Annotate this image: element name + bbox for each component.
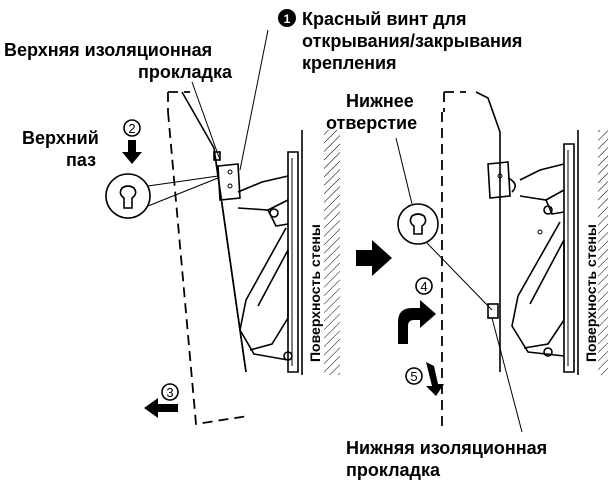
step-5-badge — [405, 367, 423, 385]
step-2-badge — [123, 119, 141, 137]
bracket-lower-right — [517, 221, 565, 349]
red-screw-line-3: крепления — [302, 53, 397, 73]
tv-outline-dashed-left — [167, 91, 249, 426]
step-4-arrow — [398, 300, 436, 344]
wall-surface-label-right: Поверхность стены — [583, 224, 599, 362]
upper-pad-leader — [191, 81, 221, 161]
tv-outline-dashed-right — [441, 91, 466, 426]
step-3-arrow — [144, 398, 178, 418]
bracket-upper-right — [519, 163, 565, 201]
red-screw-leader — [239, 29, 269, 171]
lower-pad-line-1: Нижняя изоляционная — [346, 438, 547, 458]
step-5-arrow — [426, 362, 444, 396]
step-4-badge — [415, 277, 433, 295]
lower-pad-leader — [491, 317, 523, 433]
lower-pad-line-2: прокладка — [346, 460, 441, 480]
tv-back-left — [181, 91, 247, 373]
wall-face-right — [578, 130, 598, 375]
right-illustration: Поверхность стены 4 — [395, 91, 608, 433]
wall-face-left — [302, 130, 324, 375]
upper-slot-label: Верхний паз — [22, 128, 99, 170]
lower-hole-line-1: Нижнее — [346, 91, 414, 111]
step-1-badge — [278, 9, 296, 27]
upper-pad-line-1: Верхняя изоляционная — [4, 40, 212, 60]
step-2-arrow — [122, 140, 142, 164]
tv-upper-bracket-right — [487, 161, 511, 199]
upper-slot-line-2: паз — [66, 150, 96, 170]
lower-hole-label: Нижнее отверстие — [326, 91, 417, 133]
transition-arrow — [356, 240, 392, 276]
tv-lower-bracket-right — [487, 303, 499, 319]
red-screw-line-2: открывания/закрывания — [302, 31, 522, 51]
step-3-number: 3 — [166, 385, 173, 400]
step-5-number: 5 — [410, 369, 417, 384]
step-4-number: 4 — [420, 279, 427, 294]
left-illustration: Поверхность стены 2 — [105, 29, 340, 426]
bracket-upper-left — [237, 175, 289, 211]
step-2-number: 2 — [128, 121, 135, 136]
wall-surface-label-left: Поверхность стены — [307, 224, 323, 362]
lower-hole-leader — [395, 137, 413, 205]
lower-pad-label: Нижняя изоляционная прокладка — [346, 438, 547, 480]
wall-plate-left — [287, 151, 299, 373]
upper-slot-icon — [119, 185, 137, 209]
lower-hole-callout — [397, 203, 439, 245]
upper-pad-label: Верхняя изоляционная прокладка — [4, 40, 233, 82]
step-1-number: 1 — [284, 12, 291, 26]
step-3-badge — [161, 383, 179, 401]
red-screw-line-1: Красный винт для — [302, 9, 467, 29]
red-screw-label: 1 Красный винт для открывания/закрывания… — [278, 9, 522, 73]
upper-slot-callout — [105, 173, 151, 219]
lower-hole-line-2: отверстие — [326, 113, 417, 133]
upper-slot-line-1: Верхний — [22, 128, 99, 148]
bracket-lower-left — [245, 227, 289, 351]
lower-hole-icon — [409, 213, 427, 235]
upper-pad-line-2: прокладка — [138, 62, 233, 82]
wall-plate-right — [563, 143, 575, 373]
tv-back-right — [475, 91, 501, 372]
